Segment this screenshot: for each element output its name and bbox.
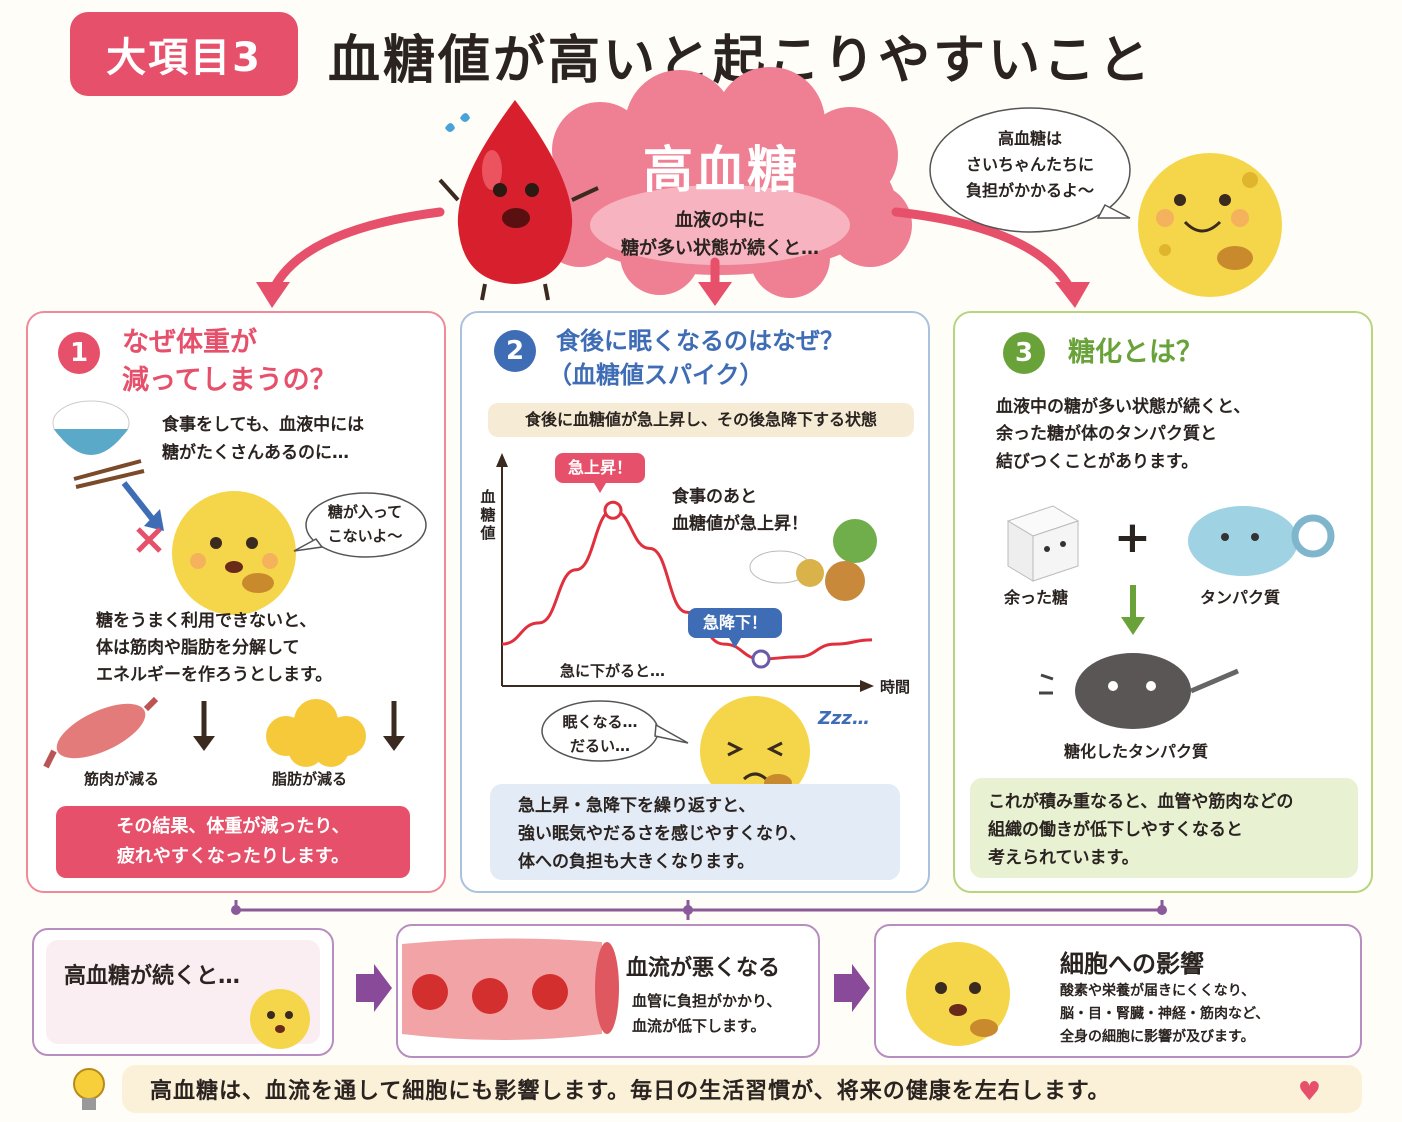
- meal-icon: [749, 519, 877, 601]
- panel2-info-box: 急上昇・急降下を繰り返すと、 強い眠気やだるさを感じやすくなり、 体への負担も大…: [490, 784, 900, 880]
- center-subtitle-1: 血液の中に: [675, 210, 765, 231]
- flow-step-3-line-1: 酸素や栄養が届きにくくなり、: [1060, 983, 1256, 999]
- flow-step-2-title: 血流が悪くなる: [626, 956, 781, 981]
- chart-low-point: [751, 649, 771, 669]
- chart-rise-tag: 急上昇！: [555, 453, 645, 483]
- rice-bowl-icon: [52, 400, 145, 489]
- panel1-body-3: エネルギーを作ろうとします。: [96, 665, 333, 685]
- glycated-protein-icon: [1039, 653, 1239, 729]
- speech-bubble-shape: [929, 107, 1131, 233]
- top-speech-line-1: 高血糖は: [997, 129, 1062, 148]
- protein-icon: [1188, 506, 1335, 576]
- sleepy-bubble-line-2: だるい…: [569, 737, 630, 755]
- fat-icon: [266, 699, 366, 767]
- panel1-number: 1: [58, 332, 100, 374]
- tip-text: 高血糖は、血流を通して細胞にも影響します。毎日の生活習慣が、将来の健康を左右しま…: [150, 1079, 1111, 1104]
- flow-worried-cell-icon: [906, 942, 1010, 1046]
- panel3-info-line-1: これが積み重なると、血管や筋肉などの: [988, 792, 1294, 812]
- panel2-title-2: （血糖値スパイク）: [548, 361, 764, 389]
- flow-connectors: [231, 900, 1167, 1012]
- panel3-info-line-3: 考えられています。: [988, 848, 1139, 868]
- panel2-info-line-2: 強い眠気やだるさを感じやすくなり、: [518, 824, 807, 844]
- flow-step-1-text: 高血糖が続くと…: [64, 964, 241, 989]
- section-badge: 大項目3: [70, 12, 298, 96]
- flow-cell-icon: [250, 989, 310, 1049]
- flow-step-3-title: 細胞への影響: [1060, 950, 1204, 978]
- panel1-illustrations: [43, 400, 427, 769]
- blood-drop-character: [438, 100, 599, 301]
- panel3-illustrations: [1006, 505, 1335, 729]
- panel1-bubble: 糖が入って こないよ〜: [310, 500, 420, 548]
- chart-peak-point: [603, 500, 623, 520]
- panel3-number: 3: [1003, 332, 1045, 374]
- muscle-icon: [43, 696, 159, 769]
- fat-label: 脂肪が減る: [272, 770, 348, 788]
- panel2-info-line-1: 急上昇・急降下を繰り返すと、: [518, 796, 756, 816]
- chart-series-line: [501, 508, 873, 661]
- sugar-label: 余った糖: [1004, 588, 1069, 607]
- spike-chart: [496, 453, 877, 806]
- center-title: 高血糖: [643, 141, 799, 199]
- flow-arrow-1: [356, 964, 392, 1012]
- flow-step-2-line-2: 血流が低下します。: [632, 1017, 766, 1035]
- panel2-title-1: 食後に眠くなるのはなぜ？: [556, 327, 844, 355]
- panel1-body-1: 糖をうまく利用できないと、: [96, 611, 317, 631]
- lightbulb-icon: [73, 1068, 105, 1110]
- sleepy-bubble-line-1: 眠くなる…: [562, 713, 638, 731]
- center-subtitle-2: 糖が多い状態が続くと…: [621, 238, 819, 259]
- heart-icon: ♥: [1297, 1077, 1322, 1107]
- top-speech-text: 高血糖は さいちゃんたちに 負担がかかるよ〜: [940, 126, 1120, 204]
- glycated-protein-label: 糖化したタンパク質: [1064, 742, 1209, 761]
- sad-cell-character: [172, 491, 296, 615]
- panel1-result-line-1: その結果、体重が減ったり、: [116, 816, 350, 837]
- panel1-intro-1: 食事をしても、血液中には: [162, 415, 365, 435]
- panel3-body-1: 血液中の糖が多い状態が続くと、: [996, 397, 1251, 417]
- blocked-x-icon: [136, 527, 162, 553]
- tip-bar: 高血糖は、血流を通して細胞にも影響します。毎日の生活習慣が、将来の健康を左右しま…: [122, 1065, 1362, 1113]
- chart-fall-tag: 急降下！: [688, 608, 782, 638]
- sleepy-bubble: 眠くなる… だるい…: [550, 710, 650, 758]
- panel1-title-2: 減ってしまうの？: [122, 365, 337, 396]
- protein-label: タンパク質: [1200, 588, 1281, 607]
- panel3-info-box: これが積み重なると、血管や筋肉などの 組織の働きが低下しやすくなると 考えられて…: [970, 778, 1358, 878]
- flow-step-2-line-1: 血管に負担がかかり、: [632, 992, 782, 1010]
- panel1-result-box: その結果、体重が減ったり、 疲れやすくなったりします。: [56, 806, 410, 878]
- chart-x-label: 時間: [880, 678, 911, 696]
- plus-sign: +: [1114, 512, 1151, 563]
- sleepy-cell-character: [700, 696, 810, 806]
- chart-y-label: 血糖値: [480, 488, 496, 542]
- blood-vessel-icon: [402, 938, 619, 1040]
- panel1-result-line-2: 疲れやすくなったりします。: [116, 846, 350, 867]
- chart-drop-note: 急に下がると…: [560, 662, 666, 680]
- panel2-definition-bar: 食後に血糖値が急上昇し、その後急降下する状態: [488, 403, 914, 437]
- chart-meal-note-1: 食事のあと: [672, 487, 757, 507]
- flow-arrow-2: [834, 964, 870, 1012]
- panel3-info-line-2: 組織の働きが低下しやすくなると: [988, 820, 1243, 840]
- panel1-title-1: なぜ体重が: [122, 327, 257, 358]
- muscle-label: 筋肉が減る: [84, 770, 160, 788]
- flow-step-3-line-2: 脳・目・腎臓・神経・筋肉など、: [1060, 1006, 1270, 1022]
- cell-character-top: [1138, 153, 1282, 297]
- panel1-bubble-line-1: 糖が入って: [327, 503, 403, 521]
- panel3-body-3: 結びつくことがあります。: [996, 452, 1199, 472]
- chart-meal-note-2: 血糖値が急上昇！: [672, 514, 808, 534]
- flow-step-3-line-3: 全身の細胞に影響が及びます。: [1060, 1029, 1255, 1045]
- sugar-cube-icon: [1006, 505, 1080, 582]
- panel2-number: 2: [494, 330, 536, 372]
- zzz-text: Zzz…: [818, 708, 871, 729]
- panel1-bubble-line-2: こないよ〜: [327, 527, 403, 545]
- panel3-body-2: 余った糖が体のタンパク質と: [996, 424, 1217, 444]
- top-speech-line-3: 負担がかかるよ〜: [965, 181, 1094, 200]
- top-speech-line-2: さいちゃんたちに: [965, 155, 1094, 174]
- panel1-body-2: 体は筋肉や脂肪を分解して: [96, 638, 300, 658]
- panel2-info-line-3: 体への負担も大きくなります。: [518, 852, 755, 872]
- panel3-title: 糖化とは？: [1068, 337, 1203, 368]
- panel1-intro-2: 糖がたくさんあるのに…: [162, 443, 349, 463]
